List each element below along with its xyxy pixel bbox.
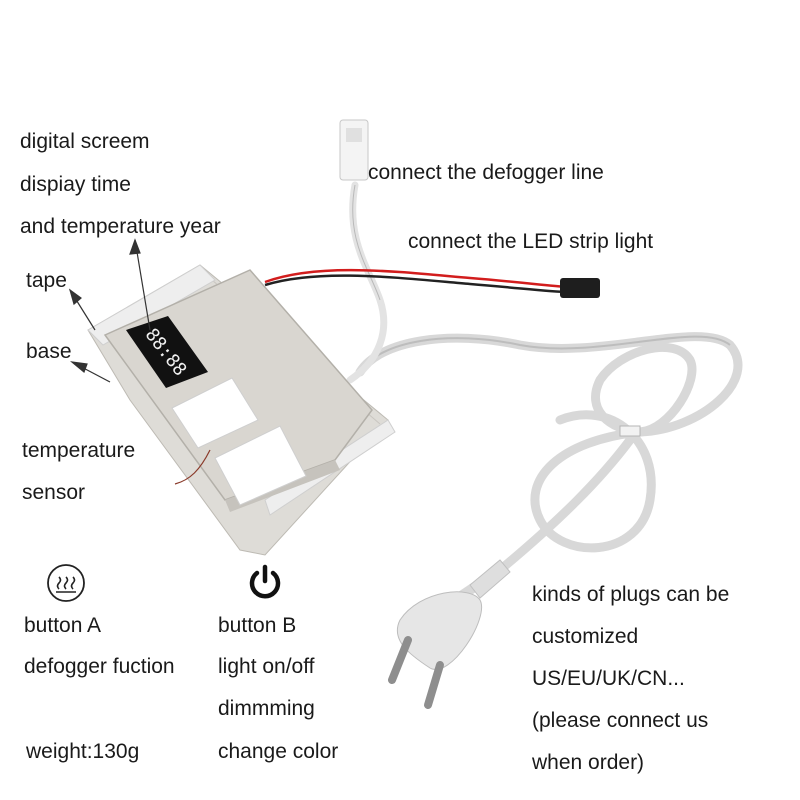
label-defogger-line: connect the defogger line	[368, 161, 604, 184]
temperature-sensor-wire	[174, 449, 211, 485]
label-when-order: when order)	[532, 751, 645, 774]
label-button-a: button A	[24, 614, 102, 637]
defogger-heat-icon	[47, 564, 85, 602]
label-sensor: sensor	[22, 481, 86, 504]
label-dimming: dimmming	[218, 697, 315, 720]
power-cable	[355, 332, 743, 575]
pointer-arrows	[68, 238, 151, 383]
cable-tie	[619, 425, 641, 437]
label-plugs-customized: customized	[532, 625, 639, 648]
eu-plug	[388, 559, 511, 709]
label-weight: weight:130g	[26, 740, 140, 763]
label-plugs-kinds: kinds of plugs can be	[532, 583, 730, 606]
label-contact-us: (please connect us	[532, 709, 709, 732]
label-defogger-function: defogger fuction	[24, 655, 175, 678]
label-digital-screen: digital screem	[20, 130, 150, 153]
label-tape: tape	[26, 269, 67, 292]
power-icon	[249, 564, 281, 599]
touch-button-b	[214, 425, 307, 506]
led-strip-line	[264, 268, 600, 298]
label-change-color: change color	[218, 740, 339, 763]
label-plug-regions: US/EU/UK/CN...	[532, 667, 685, 690]
label-led-strip: connect the LED strip light	[408, 230, 654, 253]
label-display-time: dispiay time	[20, 173, 131, 196]
label-base: base	[26, 340, 72, 363]
label-light-on-off: light on/off	[218, 655, 315, 678]
defogger-line	[339, 119, 388, 384]
label-temperature: temperature	[22, 439, 136, 462]
label-button-b: button B	[218, 614, 297, 637]
touch-button-a	[171, 377, 259, 449]
label-temperature-year: and temperature year	[20, 215, 221, 238]
